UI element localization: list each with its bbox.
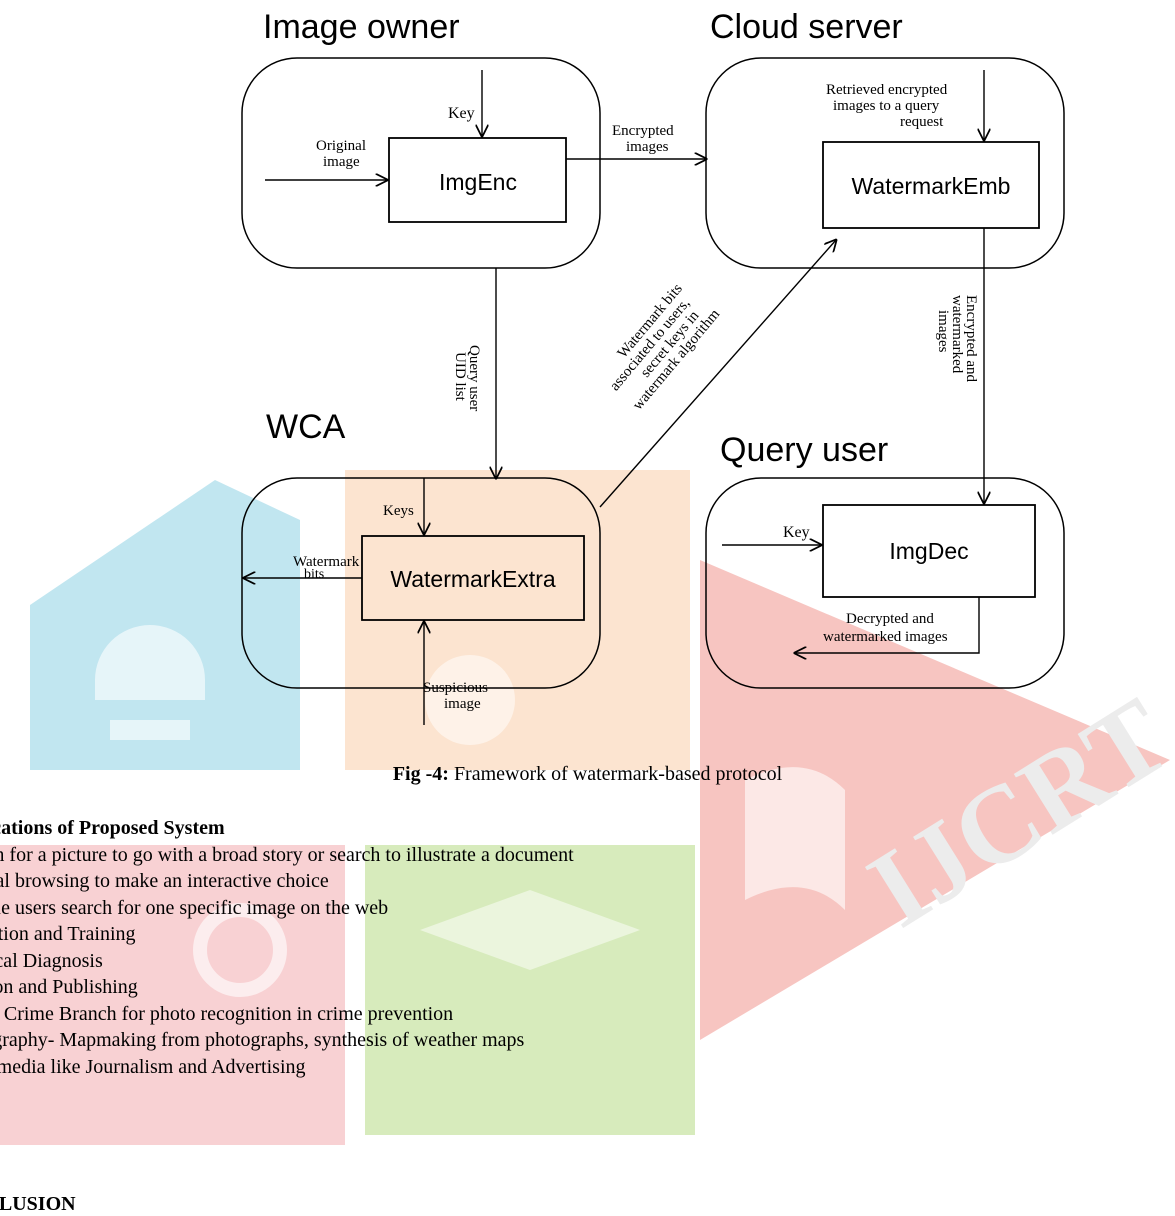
list-item: arch for a picture to go with a broad st…: [0, 843, 574, 866]
group-title-wca: WCA: [266, 408, 346, 446]
box-img-enc: [388, 137, 567, 223]
box-img-dec: [822, 504, 1036, 598]
watermark-green-block: [365, 845, 695, 1135]
label-watermark-bits-1: Watermark: [293, 554, 360, 570]
label-decrypted-2: watermarked images: [823, 629, 948, 645]
watermark-gear-icon: [193, 903, 287, 997]
box-watermark-emb: [822, 141, 1040, 229]
watermark-bulb-icon: [425, 655, 515, 745]
group-image-owner: [241, 57, 601, 269]
applications-section: plications of Proposed System arch for a…: [0, 815, 1070, 1080]
label-retrieved-1: Retrieved encrypted: [826, 82, 948, 98]
label-encrypted-images-2: images: [626, 139, 669, 155]
arrow-watermark-bits-to-emb: [599, 240, 836, 508]
label-query-user-uid-1: Query user: [466, 345, 482, 411]
label-query-user-uid-2: UID list: [452, 352, 468, 402]
watermark-blue-cup-icon: [95, 625, 205, 740]
group-title-cloud-server: Cloud server: [710, 8, 903, 46]
conclusion-heading: NCLUSION: [0, 1193, 76, 1215]
framework-diagram: Image owner Cloud server WCA Query user …: [241, 8, 1065, 725]
list-item: neral browsing to make an interactive ch…: [0, 870, 329, 892]
label-keys-wca: Keys: [383, 503, 414, 519]
applications-list: arch for a picture to go with a broad st…: [0, 842, 1070, 1081]
figure-caption: Fig -4: Framework of watermark-based pro…: [0, 763, 1175, 786]
label-retrieved-3: request: [900, 114, 944, 130]
watermark-blue-hexagon: [30, 480, 300, 770]
list-item: shion and Publishing: [0, 976, 138, 998]
label-key-owner: Key: [448, 105, 475, 122]
label-encrypted-images-1: Encrypted: [612, 123, 674, 139]
box-watermark-emb-label: WatermarkEmb: [852, 173, 1011, 199]
watermark-pink-block: [0, 845, 345, 1145]
box-img-dec-label: ImgDec: [889, 538, 968, 564]
watermark-red-play: [700, 560, 1170, 1040]
section-heading: plications of Proposed System: [0, 817, 225, 839]
label-retrieved-2: images to a query: [833, 98, 940, 114]
arrow-decrypted-images: [795, 597, 980, 653]
label-watermark-bits-2: bits: [304, 567, 324, 582]
label-decrypted-1: Decrypted and: [846, 611, 934, 627]
label-original-image-2: image: [323, 154, 360, 170]
group-wca: [241, 477, 601, 689]
box-img-enc-label: ImgEnc: [439, 169, 517, 195]
figure-caption-text: Framework of watermark-based protocol: [448, 763, 783, 785]
figure-caption-prefix: Fig -4:: [392, 763, 449, 785]
list-item: mple users search for one specific image…: [0, 896, 389, 919]
list-item: ucation and Training: [0, 923, 136, 945]
watermark-book-icon: [745, 767, 845, 910]
group-title-image-owner: Image owner: [263, 8, 460, 46]
group-title-query-user: Query user: [720, 431, 888, 469]
label-enc-wm-images-3: images: [935, 310, 951, 353]
group-query-user: [705, 477, 1065, 689]
label-suspicious-1: Suspicious: [423, 680, 488, 696]
label-enc-wm-images-1: Encrypted and: [963, 295, 979, 383]
list-item: lice Crime Branch for photo recognition …: [0, 1002, 454, 1025]
list-item: ultimedia like Journalism and Advertisin…: [0, 1055, 306, 1078]
watermark-cap-icon: [420, 890, 640, 970]
label-enc-wm-images-2: watermarked: [949, 295, 965, 374]
label-key-user: Key: [783, 524, 810, 541]
box-watermark-extra-label: WatermarkExtra: [390, 566, 555, 592]
label-original-image-1: Original: [316, 138, 366, 154]
list-item: rtography- Mapmaking from photographs, s…: [0, 1029, 525, 1051]
label-suspicious-2: image: [444, 696, 481, 712]
list-item: edical Diagnosis: [0, 949, 103, 972]
